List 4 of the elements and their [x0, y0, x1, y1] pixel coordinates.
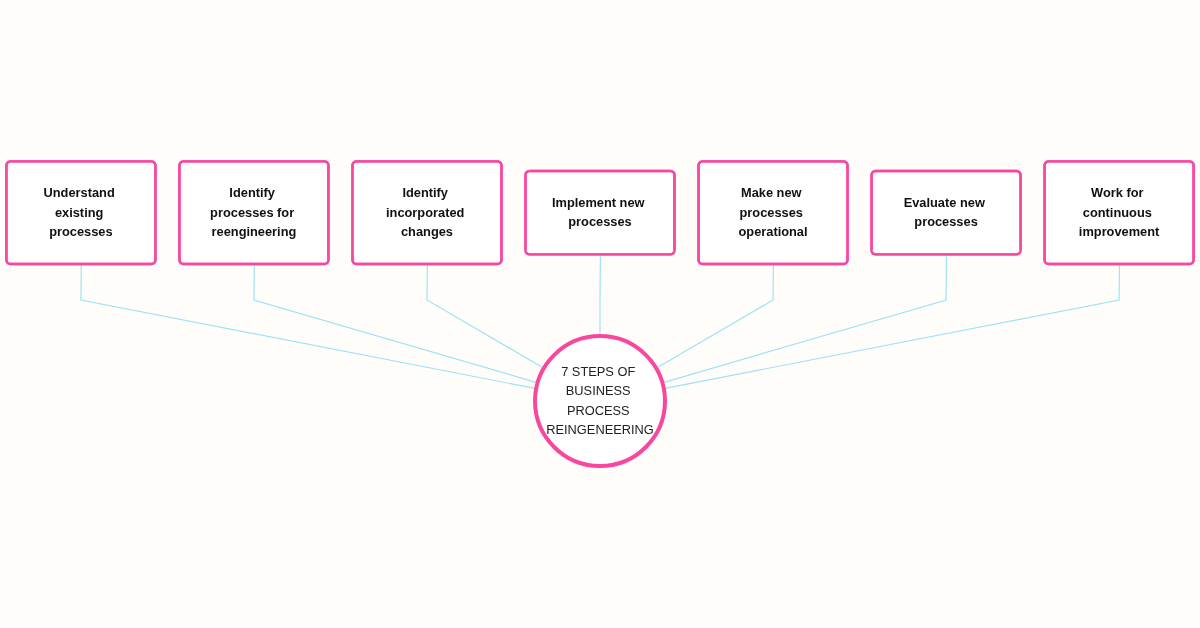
connector [426, 264, 545, 370]
connector [80, 264, 537, 390]
node-circle: 7 STEPS OF BUSINESS PROCESS REINGENEERING [533, 334, 667, 469]
connector [655, 264, 775, 370]
